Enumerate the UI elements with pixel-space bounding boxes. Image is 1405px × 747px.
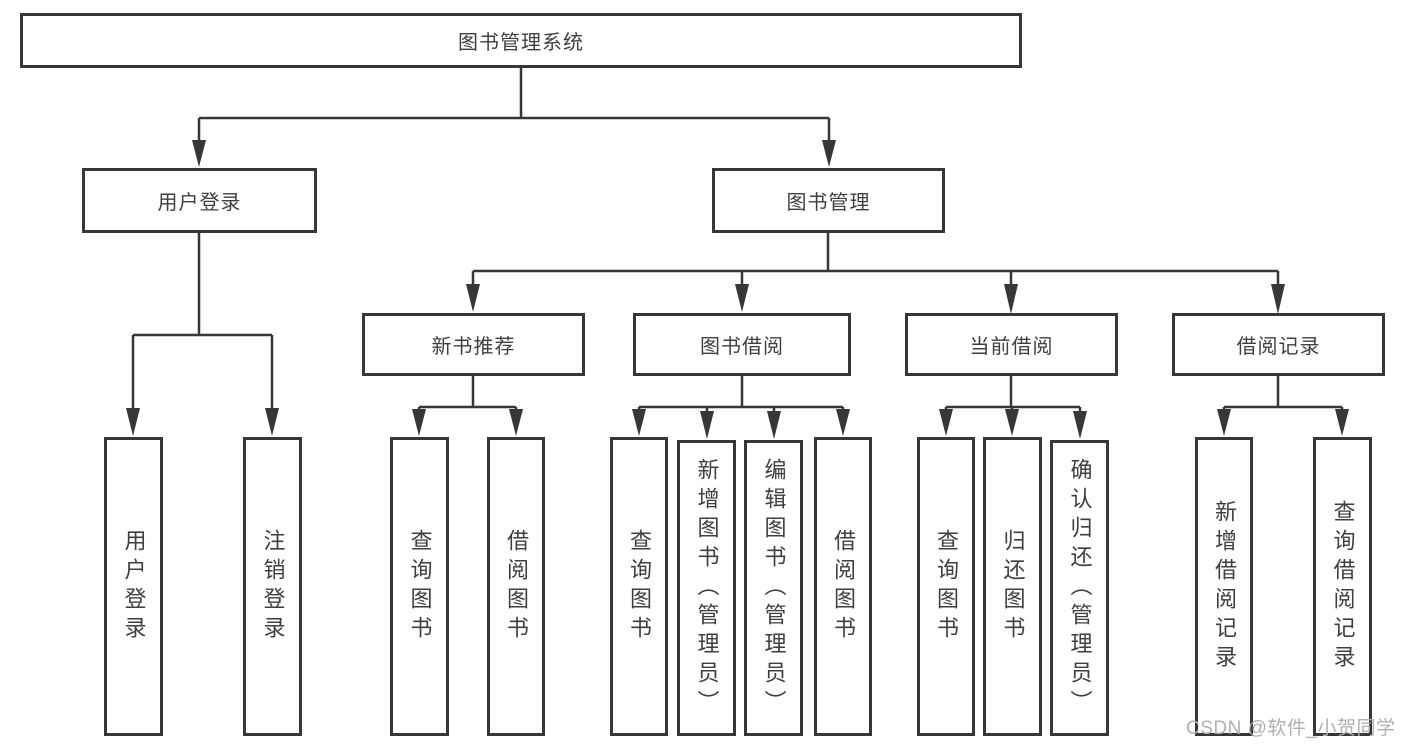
leaf-query-book-recommend-label: 查询图书 xyxy=(407,528,433,645)
leaf-confirm-return-admin-label: 确认归还（管理员） xyxy=(1067,457,1093,719)
node-current-borrow-label: 当前借阅 xyxy=(969,336,1054,358)
leaf-return-book: 归还图书 xyxy=(983,437,1042,736)
leaf-query-borrow-record-label: 查询借阅记录 xyxy=(1330,499,1356,674)
node-book-management: 图书管理 xyxy=(712,168,945,233)
leaf-borrow-book-borrow-label: 借阅图书 xyxy=(831,528,856,645)
leaf-user-login-label: 用户登录 xyxy=(121,528,147,645)
leaf-borrow-book-borrow: 借阅图书 xyxy=(814,437,872,736)
node-root: 图书管理系统 xyxy=(20,13,1022,68)
node-borrow-record-label: 借阅记录 xyxy=(1236,336,1321,358)
leaf-query-book-borrow-label: 查询图书 xyxy=(627,528,652,645)
leaf-add-book-admin: 新增图书（管理员） xyxy=(677,440,736,736)
leaf-add-borrow-record-label: 新增借阅记录 xyxy=(1212,499,1237,674)
leaf-borrow-book-recommend: 借阅图书 xyxy=(487,437,545,736)
leaf-borrow-book-recommend-label: 借阅图书 xyxy=(504,528,529,645)
leaf-user-login: 用户登录 xyxy=(104,437,163,736)
node-book-borrow-label: 图书借阅 xyxy=(700,336,784,358)
node-new-book-recommend-label: 新书推荐 xyxy=(431,336,516,358)
leaf-query-book-borrow: 查询图书 xyxy=(610,437,668,736)
node-new-book-recommend: 新书推荐 xyxy=(362,313,585,376)
node-user-login-label: 用户登录 xyxy=(157,192,242,214)
leaf-logout: 注销登录 xyxy=(243,437,302,736)
node-root-label: 图书管理系统 xyxy=(458,32,584,54)
leaf-edit-book-admin: 编辑图书（管理员） xyxy=(744,440,803,736)
leaf-edit-book-admin-label: 编辑图书（管理员） xyxy=(761,457,787,719)
node-current-borrow: 当前借阅 xyxy=(905,313,1118,376)
leaf-logout-label: 注销登录 xyxy=(260,528,286,645)
leaf-add-book-admin-label: 新增图书（管理员） xyxy=(694,457,720,719)
node-borrow-record: 借阅记录 xyxy=(1172,313,1385,376)
leaf-query-book-current-label: 查询图书 xyxy=(934,528,959,645)
leaf-add-borrow-record: 新增借阅记录 xyxy=(1195,437,1253,736)
node-book-borrow: 图书借阅 xyxy=(633,313,851,376)
watermark-text: CSDN @软件_小贺同学 xyxy=(1186,718,1396,739)
leaf-query-book-recommend: 查询图书 xyxy=(390,437,449,736)
node-book-management-label: 图书管理 xyxy=(786,192,871,214)
node-user-login: 用户登录 xyxy=(82,168,317,233)
leaf-return-book-label: 归还图书 xyxy=(1000,528,1026,645)
leaf-query-book-current: 查询图书 xyxy=(917,437,975,736)
leaf-query-borrow-record: 查询借阅记录 xyxy=(1313,437,1372,736)
leaf-confirm-return-admin: 确认归还（管理员） xyxy=(1050,440,1109,736)
